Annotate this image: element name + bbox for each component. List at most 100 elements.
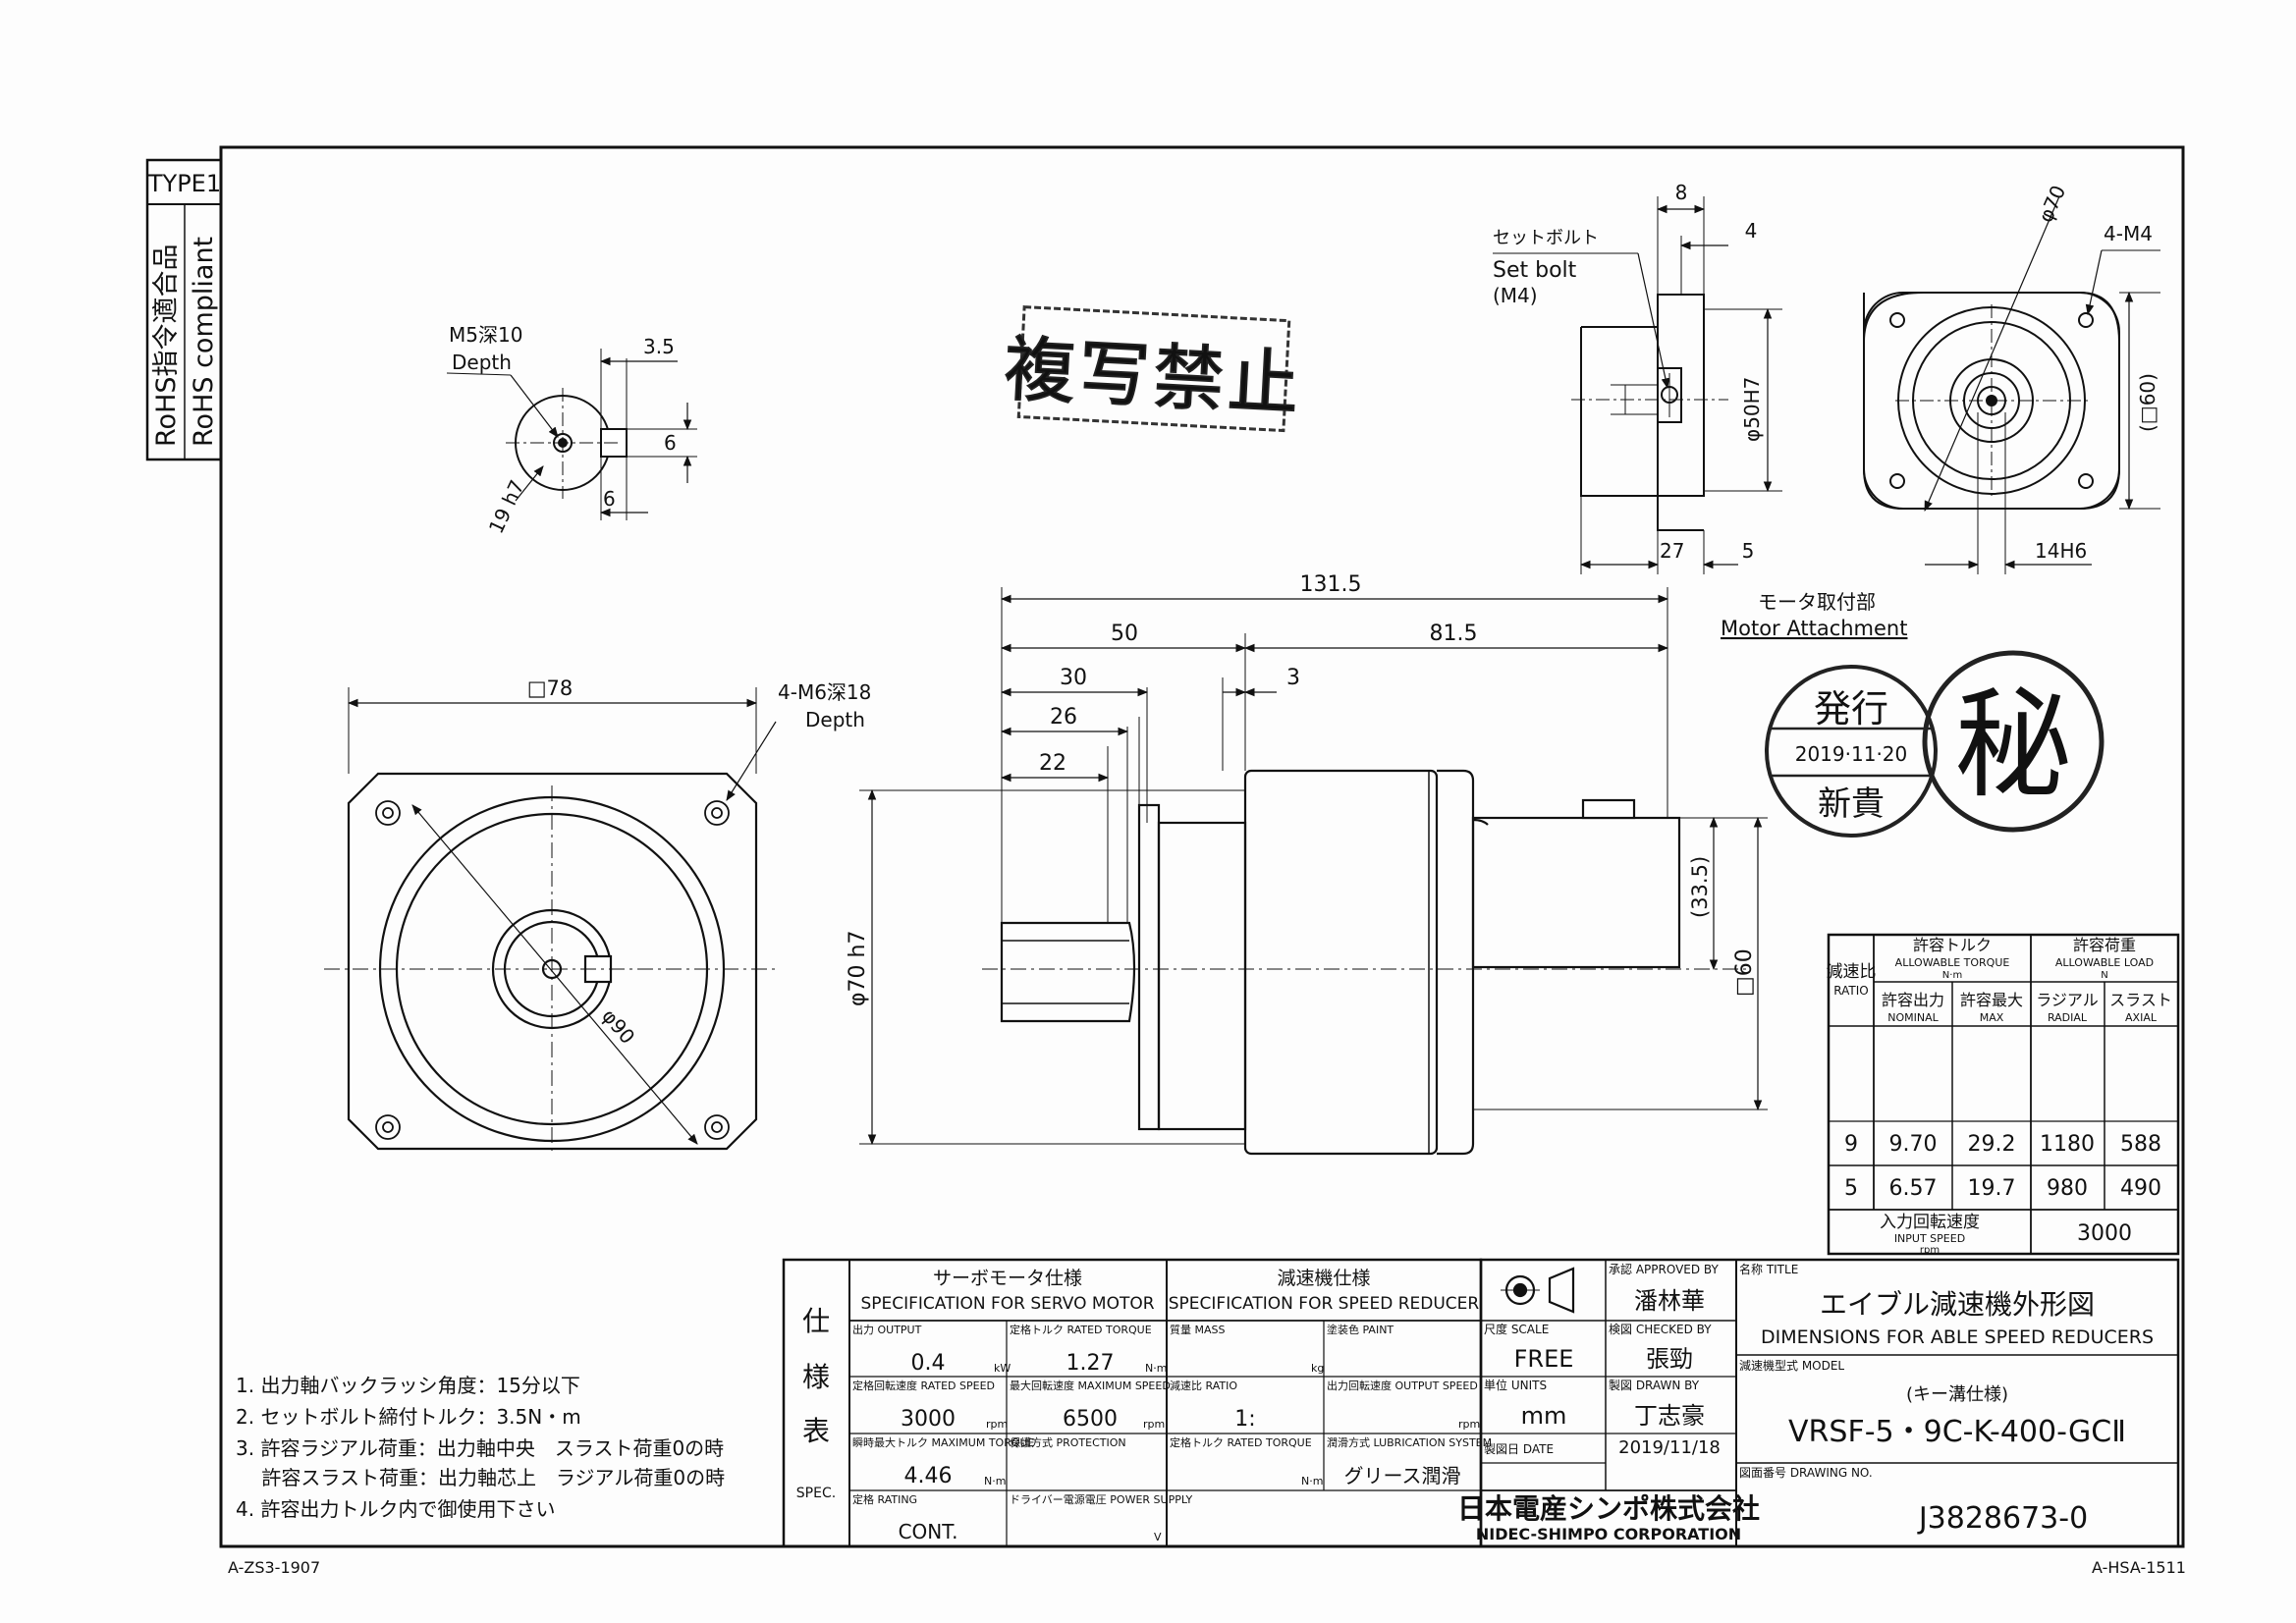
table-row: 9 9.70 29.2 1180 588 xyxy=(1844,1132,2161,1157)
label-scale: 尺度 SCALE xyxy=(1484,1322,1549,1336)
spec-output-speed-label: 出力回転速度 OUTPUT SPEED xyxy=(1327,1379,1478,1392)
rohs-box: TYPE1 RoHS指令適合品 RoHS compliant xyxy=(145,158,223,461)
dim-front-m6: 4-M6深18 xyxy=(778,680,871,704)
svg-text:発行: 発行 xyxy=(1814,687,1888,730)
svg-text:490: 490 xyxy=(2120,1176,2161,1201)
spec-max-speed-unit: rpm xyxy=(1143,1418,1165,1431)
dim-side-3: 3 xyxy=(1286,666,1300,690)
value-units: mm xyxy=(1521,1402,1567,1430)
table-input-speed-jp: 入力回転速度 xyxy=(1880,1213,1980,1232)
dim-shaft-3-5: 3.5 xyxy=(643,335,675,358)
issue-date-stamp: 発行 2019·11·20 新貴 xyxy=(1765,665,1938,838)
spec-rating-value: CONT. xyxy=(899,1520,958,1543)
note-line: 4. 許容出力トルク内で御使用下さい xyxy=(236,1497,555,1521)
label-drawn: 製図 DRAWN BY xyxy=(1609,1379,1700,1392)
label-units: 単位 UNITS xyxy=(1484,1378,1547,1392)
table-torque-jp: 許容トルク xyxy=(1913,936,1992,954)
spec-lubrication-label: 潤滑方式 LUBRICATION SYSTEM xyxy=(1327,1435,1492,1449)
svg-text:複写禁止: 複写禁止 xyxy=(1003,328,1305,426)
form-number-right: A-HSA-1511 xyxy=(2092,1558,2186,1577)
reducer-spec-title-jp: 減速機仕様 xyxy=(1277,1268,1370,1289)
third-angle-projection-icon xyxy=(1501,1267,1575,1314)
spec-side-2: 様 xyxy=(802,1361,830,1393)
spec-power-supply-unit: V xyxy=(1154,1531,1162,1543)
spec-rated-torque-value: 1.27 xyxy=(1066,1351,1115,1376)
table-axial-jp: スラスト xyxy=(2109,991,2172,1009)
dim-shaft-6-vertical: 6 xyxy=(664,431,677,455)
note-line: 3. 許容ラジアル荷重：出力軸中央 スラスト荷重0の時 xyxy=(236,1436,724,1460)
dim-motor-14h6: 14H6 xyxy=(2035,539,2087,563)
drawing-title-en: DIMENSIONS FOR ABLE SPEED REDUCERS xyxy=(1761,1326,2154,1348)
spec-output-label: 出力 OUTPUT xyxy=(852,1323,922,1336)
spec-max-torque-label: 瞬時最大トルク MAXIMUM TORQUE xyxy=(852,1435,1035,1449)
spec-reducer-torque-label: 定格トルク RATED TORQUE xyxy=(1170,1435,1312,1449)
value-checked: 張勁 xyxy=(1646,1345,1693,1373)
table-input-speed-unit: rpm xyxy=(1920,1245,1940,1256)
dim-side-22: 22 xyxy=(1039,751,1066,776)
dim-motor-5: 5 xyxy=(1742,539,1755,563)
spec-max-torque-value: 4.46 xyxy=(904,1464,953,1488)
dim-side-50: 50 xyxy=(1111,622,1138,646)
spec-side-en: SPEC. xyxy=(796,1486,836,1501)
svg-text:新貴: 新貴 xyxy=(1818,784,1885,824)
spec-output-speed-unit: rpm xyxy=(1458,1418,1480,1431)
spec-table-grid xyxy=(782,1258,1483,1548)
label-drawing-no: 図面番号 DRAWING NO. xyxy=(1739,1466,1873,1480)
value-approved: 潘林華 xyxy=(1634,1287,1705,1315)
value-drawn: 丁志豪 xyxy=(1634,1402,1705,1430)
no-copy-stamp: 複写禁止 xyxy=(1002,305,1305,433)
table-ratio-jp: 減速比 xyxy=(1827,962,1877,982)
reducer-side-view xyxy=(859,587,1768,1156)
label-checked: 検図 CHECKED BY xyxy=(1609,1323,1712,1336)
table-ratio-en: RATIO xyxy=(1833,984,1868,998)
dim-side-26: 26 xyxy=(1050,705,1077,730)
reducer-front-view xyxy=(324,687,777,1154)
table-torque-unit: N·m xyxy=(1942,970,1962,981)
dim-side-sq60: □60 xyxy=(1732,948,1757,997)
shaft-section-view xyxy=(446,349,697,520)
svg-text:19.7: 19.7 xyxy=(1968,1176,2016,1201)
table-nominal-jp: 許容出力 xyxy=(1882,991,1944,1009)
spec-mass-label: 質量 MASS xyxy=(1170,1323,1225,1336)
spec-rated-speed-unit: rpm xyxy=(986,1418,1008,1431)
spec-rated-speed-label: 定格回転速度 RATED SPEED xyxy=(852,1379,995,1392)
spec-side-3: 表 xyxy=(802,1415,830,1447)
form-number-left: A-ZS3-1907 xyxy=(228,1558,320,1577)
label-set-bolt-m4: (M4) xyxy=(1493,284,1538,307)
label-set-bolt-en: Set bolt xyxy=(1493,258,1577,283)
svg-text:6.57: 6.57 xyxy=(1889,1176,1938,1201)
confidential-stamp: 秘 xyxy=(1922,650,2105,833)
servo-spec-title-jp: サーボモータ仕様 xyxy=(933,1268,1082,1289)
dim-motor-8: 8 xyxy=(1675,181,1688,204)
spec-max-speed-label: 最大回転速度 MAXIMUM SPEED xyxy=(1010,1379,1171,1392)
spec-max-torque-unit: N·m xyxy=(984,1475,1006,1488)
table-radial-en: RADIAL xyxy=(2048,1011,2088,1024)
title-block-grid xyxy=(1479,1258,2180,1548)
reducer-spec-title-en: SPECIFICATION FOR SPEED REDUCER xyxy=(1169,1294,1480,1314)
table-load-jp: 許容荷重 xyxy=(2073,936,2136,954)
dim-motor-sq60: (□60) xyxy=(2136,373,2159,432)
label-title: 名称 TITLE xyxy=(1739,1262,1798,1276)
allowable-load-table xyxy=(1827,933,2180,1256)
dim-side-81-5: 81.5 xyxy=(1430,622,1478,646)
label-date: 製図日 DATE xyxy=(1484,1442,1554,1456)
dim-shaft-6-horizontal: 6 xyxy=(603,487,616,511)
company-name-en: NIDEC-SHIMPO CORPORATION xyxy=(1476,1525,1741,1543)
spec-rating-label: 定格 RATING xyxy=(852,1492,917,1506)
value-scale: FREE xyxy=(1514,1345,1574,1373)
label-set-bolt-jp: セットボルト xyxy=(1493,228,1599,248)
spec-output-unit: kW xyxy=(994,1362,1011,1375)
value-date: 2019/11/18 xyxy=(1618,1437,1721,1458)
dim-front-depth: Depth xyxy=(805,708,865,731)
table-axial-en: AXIAL xyxy=(2125,1011,2158,1024)
spec-protection-label: 保護方式 PROTECTION xyxy=(1010,1435,1126,1449)
label-model: 減速機型式 MODEL xyxy=(1739,1358,1844,1373)
servo-spec-title-en: SPECIFICATION FOR SERVO MOTOR xyxy=(860,1294,1154,1314)
note-line: 1. 出力軸バックラッシ角度：15分以下 xyxy=(236,1374,580,1397)
dim-side-30: 30 xyxy=(1060,666,1087,690)
spec-side-1: 仕 xyxy=(802,1305,830,1337)
rohs-jp-text: RoHS指令適合品 xyxy=(151,243,182,447)
table-load-unit: N xyxy=(2101,970,2107,981)
dim-motor-phi70: φ70 xyxy=(2034,182,2071,226)
